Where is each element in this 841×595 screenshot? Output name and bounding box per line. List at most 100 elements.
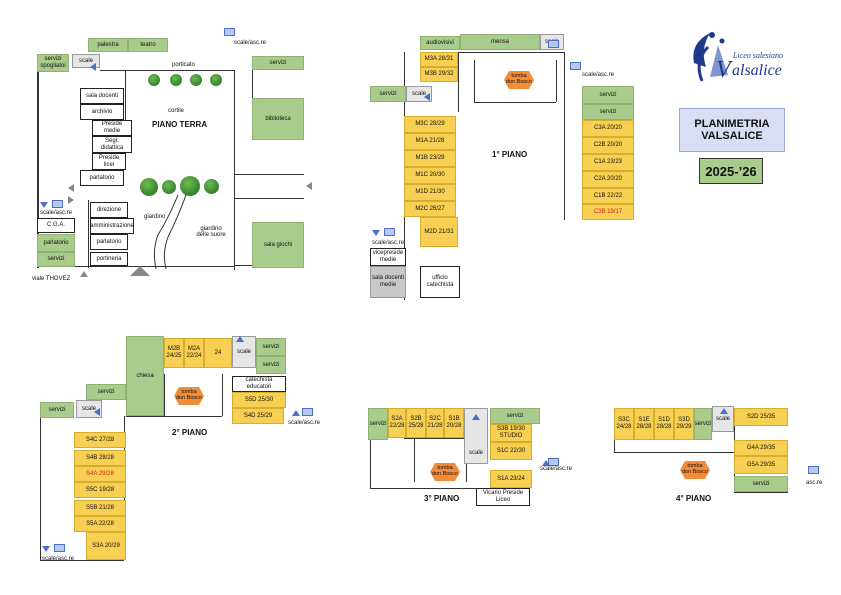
first-servizi-right-1: servizi [582, 86, 634, 104]
scale-label: scale [411, 90, 426, 97]
classroom: M2D 21/31 [420, 217, 458, 247]
stairs-up-icon [542, 460, 550, 466]
wall [458, 52, 564, 53]
wall [222, 374, 223, 416]
classroom: C3A 20/20 [582, 120, 634, 137]
wall [252, 70, 253, 98]
wall [404, 438, 466, 439]
classroom: S3D 29/29 [674, 408, 694, 440]
wall [614, 440, 615, 452]
chiesa: chiesa [126, 336, 164, 416]
ground-parlatorio-green: parlatorio [37, 234, 75, 252]
wall [40, 418, 41, 560]
viale-thovez: viale THOVEZ [32, 276, 71, 282]
logo-initial: V [716, 57, 733, 83]
parlatorio-upper: parlatorio [80, 170, 124, 186]
tomba-line1: tomba [511, 73, 527, 79]
wall [234, 198, 304, 199]
fourth-heading: 4° PIANO [676, 494, 712, 503]
tomba-line2: don Bosco [506, 79, 532, 86]
classroom: S5B 21/28 [74, 500, 126, 516]
direzione: direzione [90, 202, 128, 218]
wall [234, 174, 304, 175]
fourth-servizi-right: servizi [734, 476, 788, 492]
classroom: S3C 24/28 [614, 408, 634, 440]
stairs-up-icon [720, 408, 728, 414]
scale-label: scale [236, 348, 251, 355]
wall [564, 52, 565, 220]
tomba-line1: tomba [437, 465, 453, 471]
wall [734, 492, 788, 493]
valsalice-logo: Liceo salesiano V alsalice [688, 25, 806, 95]
preside-licei: Preside licei [92, 153, 126, 170]
classroom: S1B 20/28 [444, 408, 464, 438]
classroom: M2B 24/25 [164, 338, 184, 368]
classroom-alert: C3B 19/17 [582, 204, 634, 220]
classroom: S2D 25/35 [734, 408, 788, 426]
third-servizi-left: servizi [368, 408, 388, 440]
ufficio-catechista: ufficio catechista [420, 266, 460, 298]
classroom: C1B 22/22 [582, 188, 634, 204]
portineria: portineria [90, 252, 128, 266]
classroom: S2B 25/28 [406, 408, 426, 438]
classroom: S4D 25/29 [232, 408, 284, 424]
second-servizi-3: servizi [86, 384, 126, 400]
giardino-suore-label: giardino delle suore [196, 226, 226, 238]
first-servizi-left: servizi [370, 86, 406, 102]
vicario-preside: Vicario Preside Liceo [476, 488, 530, 506]
title-line2: VALSALICE [701, 130, 763, 142]
entrance-arrow-icon [68, 184, 74, 192]
elevator-icon [570, 62, 581, 70]
teatro: teatro [128, 38, 168, 52]
entrance-arrow-icon [68, 196, 74, 204]
classroom: S2A 22/28 [388, 408, 406, 438]
wall [125, 70, 126, 150]
fourth-asc: asc.re [806, 480, 823, 486]
tree-icon [140, 178, 158, 196]
tree-icon [204, 179, 219, 194]
second-scale-asc-left: scale/asc.re [42, 556, 75, 562]
stairs-arrow-icon [90, 63, 96, 71]
tomba-line1: tomba [687, 463, 703, 469]
servizi-spogliatoi: servizi spogliatoi [37, 54, 69, 72]
classroom: S1D 28/28 [654, 408, 674, 440]
scale-label: scale [468, 450, 483, 457]
tree-icon [210, 74, 222, 86]
wall [370, 488, 476, 489]
classroom: M3C 28/29 [404, 116, 456, 133]
third-servizi-right: servizi [490, 408, 540, 424]
third-scale-asc: scale/asc.re [540, 466, 573, 472]
tomba-line2: don Bosco [682, 469, 708, 476]
entrance-arrow-icon [306, 182, 312, 190]
amministrazione: amministrazione [90, 218, 134, 234]
ground-servizi-top: servizi [252, 56, 304, 70]
classroom: G4A 29/35 [734, 440, 788, 456]
classroom: S4C 27/28 [74, 432, 126, 448]
elevator-icon [808, 466, 819, 474]
first-servizi-right-2: servizi [582, 104, 634, 120]
entrance-arrow-icon [80, 271, 88, 277]
scale-label: scale [81, 405, 96, 412]
segr-didattica: Segr. didattica [92, 136, 132, 153]
second-heading: 2° PIANO [172, 428, 208, 437]
classroom: M1C 20/30 [404, 167, 456, 184]
tree-icon [162, 180, 176, 194]
catechista-educatori: catechista educatori [232, 376, 286, 392]
classroom-alert: S4A 29/28 [74, 466, 126, 482]
cortile-label: cortile [168, 108, 185, 114]
second-servizi-2: servizi [256, 356, 286, 374]
scale-label: scale [715, 415, 730, 422]
tomba-don-bosco: tomba don Bosco [680, 460, 710, 480]
fourth-scale[interactable]: scale [712, 406, 734, 432]
classroom: C2B 20/20 [582, 137, 634, 154]
stairs-down-icon [42, 546, 50, 552]
classroom: M1A 21/28 [404, 133, 456, 150]
wall [414, 438, 415, 482]
preside-medie: Preside medie [92, 120, 132, 136]
wall [474, 102, 556, 103]
ground-scale-asc-top: scale/asc.re [234, 40, 267, 46]
wall [458, 52, 459, 112]
tomba-don-bosco: tomba don Bosco [430, 462, 460, 482]
elevator-icon [54, 544, 65, 552]
